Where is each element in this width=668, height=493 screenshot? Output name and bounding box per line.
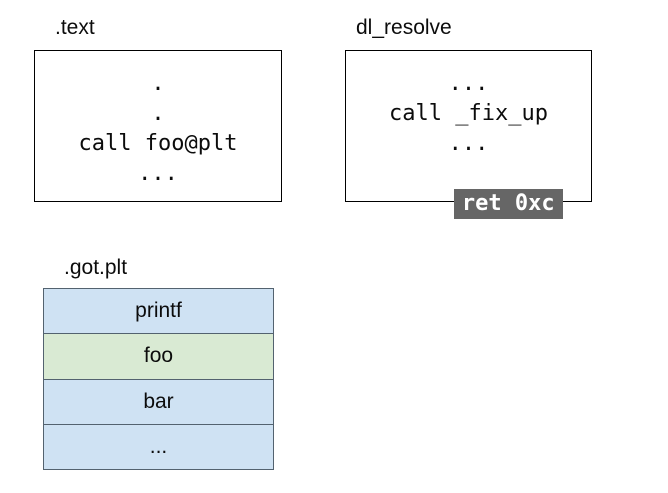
text-section-label: .text [55,16,95,39]
got-plt-table: printf foo bar ... [43,288,274,470]
got-row-foo-label: foo [143,344,174,368]
got-row-foo: foo [44,334,273,380]
dl-box-line-ret-0xc: ret 0xc [374,159,563,219]
got-row-bar-label: bar [143,389,174,413]
dl-resolve-section-label: dl_resolve [356,16,452,39]
text-section-box: . . call foo@plt ... [34,50,282,202]
ret-0xc-highlight: ret 0xc [453,189,563,219]
dl-resolve-section-box: ... call _fix_up ... ret 0xc [345,50,592,219]
dl-box-line-ellipsis-2: ... [448,131,489,156]
got-row-ellipsis: ... [44,424,273,469]
text-box-line-dot-2: . [151,101,165,126]
text-box-line-dot-1: . [151,71,165,96]
got-row-printf-label: printf [135,299,182,323]
got-plt-section-label: .got.plt [64,256,128,279]
got-row-ellipsis-label: ... [149,434,168,458]
text-box-line-call-foo-plt: call foo@plt [78,131,238,156]
got-row-printf: printf [44,289,273,335]
dl-box-line-call-fix-up: call _fix_up [389,101,548,126]
text-box-line-ellipsis: ... [138,161,178,186]
dl-box-line-ellipsis-1: ... [448,71,489,96]
got-row-bar: bar [44,379,273,425]
